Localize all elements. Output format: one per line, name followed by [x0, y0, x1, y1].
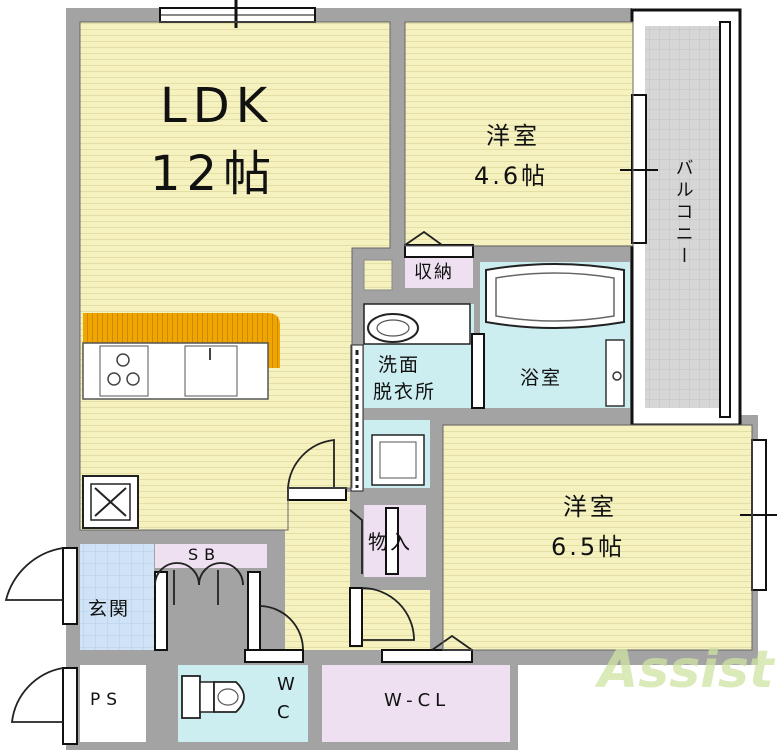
- bedroom-small-size: 4.6帖: [474, 162, 549, 190]
- shoebox-label: SB: [188, 545, 222, 564]
- bedroom-small: [405, 22, 633, 246]
- storage-square: [363, 259, 393, 291]
- ventilation-fan: [82, 475, 139, 529]
- door-swings: [4, 230, 473, 723]
- bedroom-small-name: 洋室: [486, 122, 540, 150]
- ldk-name: LDK: [160, 78, 274, 134]
- bedroom-large-name: 洋室: [563, 493, 617, 521]
- bedroom-large: [443, 425, 752, 650]
- washroom-label-2: 脱衣所: [373, 381, 437, 403]
- watermark-logo: Assist: [598, 640, 774, 700]
- pipe-space-label: PS: [90, 690, 124, 710]
- pipe-space-room: [80, 665, 146, 742]
- bath-label: 浴室: [520, 367, 563, 389]
- kitchen: [82, 313, 280, 400]
- walk-in-closet-room: [322, 665, 510, 742]
- storage-room: [405, 258, 473, 288]
- toilet-label-c: C: [277, 702, 292, 723]
- hallway: [285, 492, 430, 650]
- room-outlines: [79, 21, 753, 651]
- windows: [159, 0, 777, 591]
- balcony: [630, 8, 742, 427]
- walk-in-closet-label: W-CL: [384, 690, 451, 711]
- toilet-label-w: W: [277, 674, 297, 695]
- entrance-label: 玄関: [88, 598, 131, 620]
- partitions: [62, 244, 485, 745]
- bathroom: [480, 262, 630, 408]
- washroom: [350, 303, 474, 492]
- toilet-room: [178, 665, 308, 742]
- storage-label: 収納: [414, 262, 454, 283]
- entrance-floor: [80, 544, 154, 650]
- balcony-label: バルコニー: [672, 158, 694, 268]
- closet-label: 物入: [368, 530, 412, 554]
- washroom-label-1: 洗面: [378, 354, 421, 376]
- bedroom-large-size: 6.5帖: [551, 533, 626, 561]
- ldk-size: 12帖: [150, 146, 278, 202]
- ldk-room: [80, 22, 390, 530]
